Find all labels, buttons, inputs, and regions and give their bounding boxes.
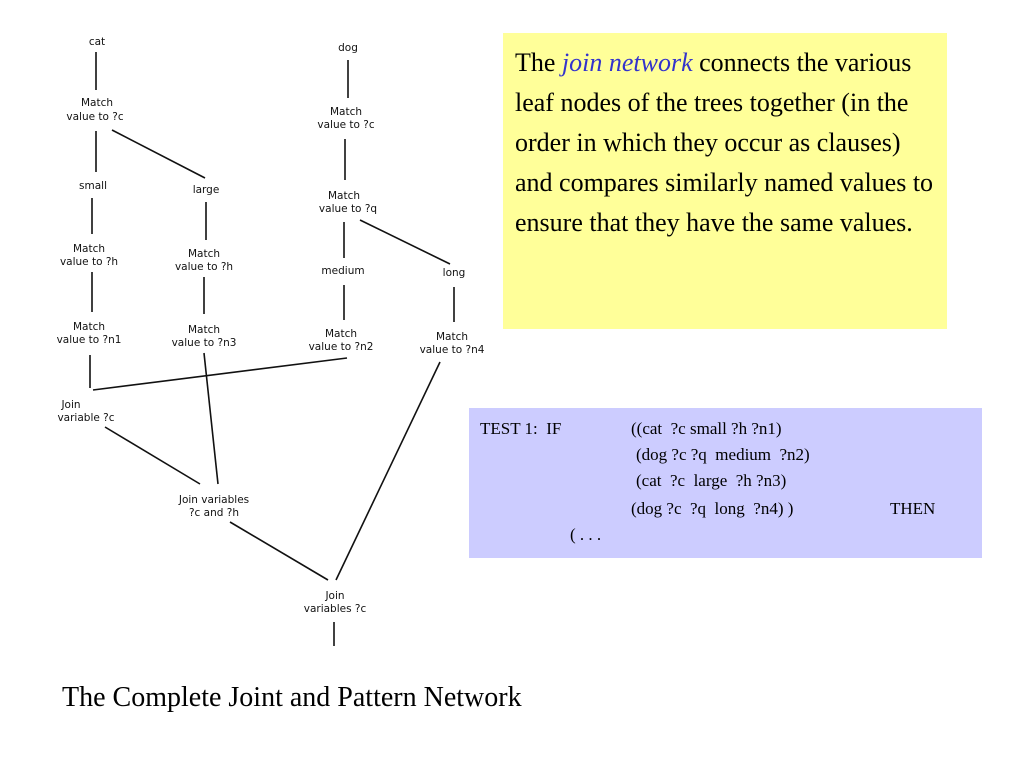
rule-clause-3: (cat ?c large ?h ?n3) [636, 471, 787, 490]
node-label: long [443, 267, 466, 279]
node-match-n1: Match value to ?n1 [57, 321, 122, 346]
node-label: Match [188, 324, 220, 336]
callout-prefix: The [515, 48, 562, 77]
node-label: value to ?q [319, 203, 377, 215]
callout-term: join network [561, 48, 693, 77]
node-match-n2: Match value to ?n2 [309, 328, 374, 353]
node-label: Match [325, 328, 357, 340]
node-label: small [79, 180, 107, 192]
node-label: Join variables [178, 494, 249, 506]
node-match-n4: Match value to ?n4 [420, 331, 485, 356]
network-edges [89, 52, 455, 646]
node-label: ?c and ?h [189, 507, 239, 519]
node-label: value to ?h [60, 256, 118, 268]
node-match-dog-q: Match value to ?q [319, 190, 377, 215]
node-label: value to ?n1 [57, 334, 122, 346]
node-long: long [443, 267, 466, 279]
node-match-dog-c: Match value to ?c [317, 106, 374, 131]
node-label: Match [436, 331, 468, 343]
node-label: cat [89, 36, 105, 48]
node-match-cat-c: Match value to ?c [66, 97, 123, 123]
rule-label: TEST 1: IF [480, 419, 562, 438]
node-label: Match [73, 321, 105, 333]
node-label: Match [330, 106, 362, 118]
node-dog-root: dog [338, 42, 358, 54]
node-label: Join [60, 399, 80, 411]
node-join-variables-c: Join variables ?c [304, 590, 367, 615]
slide-caption: The Complete Joint and Pattern Network [62, 682, 522, 713]
node-label: large [193, 184, 220, 196]
node-match-n3: Match value to ?n3 [172, 324, 237, 349]
join-network-callout: The join network connects the various le… [503, 33, 947, 329]
node-label: medium [321, 265, 364, 277]
rule-test-box: TEST 1: IF ((cat ?c small ?h ?n1) (dog ?… [469, 408, 982, 558]
node-match-large-h: Match value to ?h [175, 248, 233, 273]
rule-then: THEN [890, 499, 936, 518]
node-join-c: Join variable ?c [57, 399, 114, 424]
node-label: value to ?c [66, 111, 123, 123]
node-label: value to ?n4 [420, 344, 485, 356]
node-label: value to ?n3 [172, 337, 237, 349]
node-match-small-h: Match value to ?h [60, 243, 118, 268]
node-label: value to ?c [317, 119, 374, 131]
edge [203, 352, 219, 485]
node-join-c-and-h: Join variables ?c and ?h [178, 494, 249, 519]
node-label: Match [73, 243, 105, 255]
edge [92, 357, 348, 391]
callout-body: connects the various leaf nodes of the t… [515, 48, 934, 237]
node-label: Join [324, 590, 344, 602]
node-label: dog [338, 42, 358, 54]
node-cat-root: cat [89, 36, 105, 48]
node-label: Match [328, 190, 360, 202]
edge [111, 129, 206, 179]
rule-clause-1: ((cat ?c small ?h ?n1) [631, 419, 782, 438]
edge [229, 521, 329, 581]
edge [104, 426, 201, 485]
node-label: variables ?c [304, 603, 367, 615]
node-large: large [193, 184, 220, 196]
node-medium: medium [321, 265, 364, 277]
node-label: Match [188, 248, 220, 260]
node-label: Match [81, 97, 113, 109]
rule-clause-4: (dog ?c ?q long ?n4) ) [631, 499, 794, 518]
node-small: small [79, 180, 107, 192]
edge [359, 219, 451, 265]
rule-clause-2: (dog ?c ?q medium ?n2) [636, 445, 810, 464]
edge [335, 361, 441, 581]
rule-tail: ( . . . [570, 525, 602, 544]
node-label: variable ?c [57, 412, 114, 424]
node-label: value to ?n2 [309, 341, 374, 353]
node-label: value to ?h [175, 261, 233, 273]
